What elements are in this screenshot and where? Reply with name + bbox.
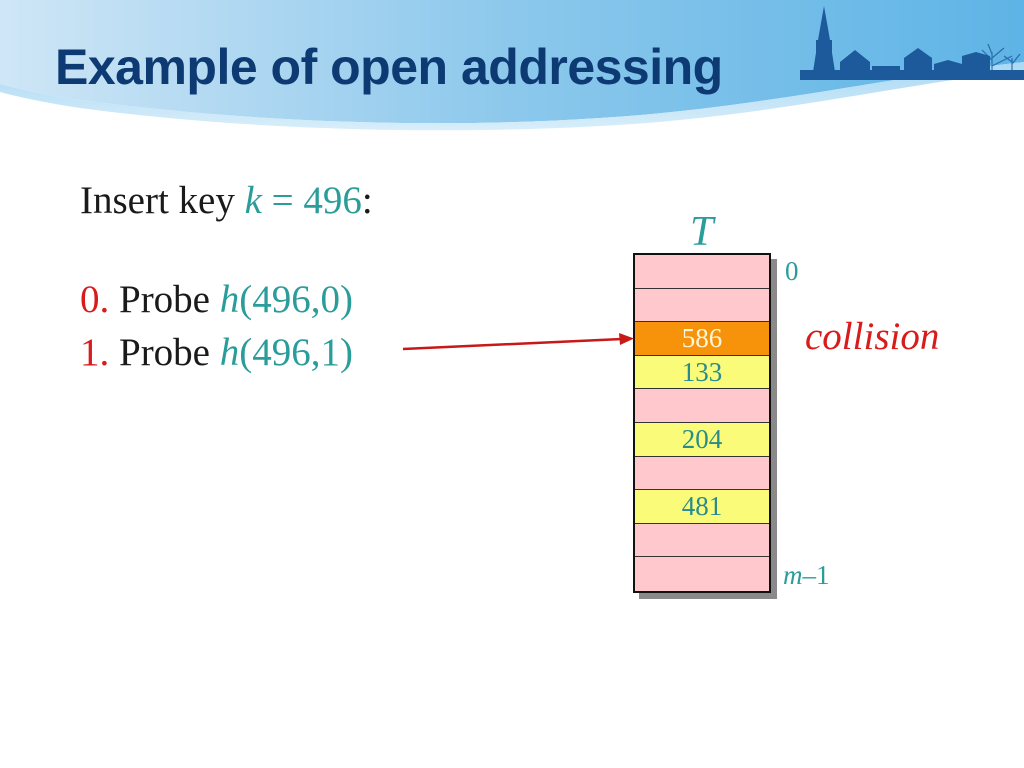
index-var: m: [783, 560, 803, 590]
table-label: T: [690, 209, 714, 255]
index-rest: –1: [802, 560, 830, 590]
table-slot: 133: [635, 355, 769, 390]
insert-key-line: Insert key k = 496:: [80, 178, 373, 223]
table-slot: [635, 255, 769, 289]
table-slot: 481: [635, 490, 769, 524]
table-slot: 586: [635, 322, 769, 356]
table-slot: [635, 456, 769, 491]
hash-table: 586 133 204 481: [633, 253, 771, 593]
table-slot: [635, 389, 769, 423]
hash-args: (496,0): [239, 278, 353, 321]
arrowhead-icon: [619, 333, 634, 345]
hash-function: h: [219, 331, 240, 374]
probe-word: Probe: [119, 278, 220, 321]
table-slot: 204: [635, 422, 769, 457]
probe-number: 1.: [80, 331, 110, 374]
table-slot: [635, 288, 769, 323]
header-banner: [0, 0, 1024, 131]
insert-suffix: :: [361, 179, 373, 222]
hash-args: (496,1): [239, 331, 353, 374]
village-skyline-icon: [800, 6, 1024, 80]
hash-function: h: [219, 278, 240, 321]
slide-title: Example of open addressing: [55, 39, 723, 95]
insert-prefix: Insert key: [80, 179, 245, 222]
index-label-bottom: m–1: [783, 560, 830, 591]
key-variable: k: [244, 179, 262, 222]
probe-number: 0.: [80, 278, 110, 321]
index-label-top: 0: [785, 256, 799, 286]
probe-step-1: 1. Probe h(496,1): [80, 330, 353, 375]
table-slot: [635, 557, 769, 591]
key-value: = 496: [261, 179, 362, 222]
collision-label: collision: [805, 315, 940, 358]
probe-step-0: 0. Probe h(496,0): [80, 277, 353, 322]
probe-word: Probe: [119, 331, 220, 374]
table-slot: [635, 523, 769, 558]
